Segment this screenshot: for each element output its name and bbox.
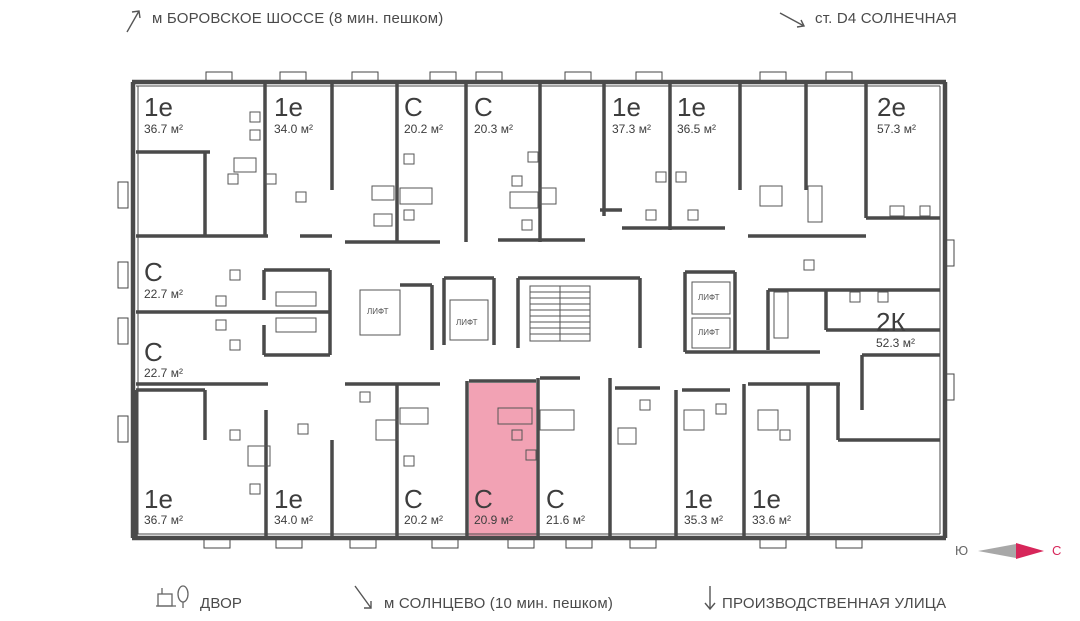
apartment-area: 22.7 м²: [144, 366, 183, 380]
apartment-area: 36.5 м²: [677, 122, 716, 136]
apartment-area: 37.3 м²: [612, 122, 651, 136]
apartment-top-4[interactable]: С 20.3 м²: [470, 88, 536, 148]
apartment-area: 33.6 м²: [752, 513, 791, 527]
apartment-type: С: [404, 484, 423, 514]
apartment-area: 34.0 м²: [274, 122, 313, 136]
apartment-type: 1е: [677, 92, 706, 122]
compass-north-label: С: [1052, 543, 1062, 558]
yard-label: ДВОР: [200, 595, 243, 612]
lift-label-2: ЛИФТ: [456, 318, 478, 327]
apartment-top-1[interactable]: 1е 36.7 м²: [140, 88, 260, 148]
compass-icon: [976, 540, 1046, 567]
apartment-type: С: [144, 257, 163, 287]
apartment-type: С: [404, 92, 423, 122]
apartment-bot-2[interactable]: 1е 34.0 м²: [270, 484, 330, 534]
apartment-bot-3[interactable]: С 20.2 м²: [400, 484, 462, 534]
yard-icon: [154, 584, 194, 615]
apartment-top-5[interactable]: 1е 37.3 м²: [608, 88, 668, 148]
lift-label-3: ЛИФТ: [698, 293, 720, 302]
north-west-arrow-icon: [124, 8, 144, 39]
apartment-area: 22.7 м²: [144, 287, 183, 301]
apartment-area: 35.3 м²: [684, 513, 723, 527]
south-east-arrow-icon: [778, 10, 808, 37]
apartment-type: 1е: [274, 92, 303, 122]
apartment-type: 1е: [684, 484, 713, 514]
apartment-type: 1е: [144, 484, 173, 514]
apartment-type: 1е: [612, 92, 641, 122]
apartment-area: 20.3 м²: [474, 122, 513, 136]
apartment-area: 34.0 м²: [274, 513, 313, 527]
station-label: ст. D4 СОЛНЕЧНАЯ: [815, 10, 957, 27]
solntsevo-label: м СОЛНЦЕВО (10 мин. пешком): [384, 595, 614, 612]
apartment-area: 20.2 м²: [404, 122, 443, 136]
apartment-area: 57.3 м²: [877, 122, 916, 136]
apartment-top-3[interactable]: С 20.2 м²: [400, 88, 462, 148]
apartment-bot-6[interactable]: 1е 35.3 м²: [680, 484, 742, 534]
apartment-bot-1[interactable]: 1е 36.7 м²: [140, 484, 240, 534]
lift-label-1: ЛИФТ: [367, 307, 389, 316]
apartment-type: С: [546, 484, 565, 514]
apartment-right-1[interactable]: 2К 52.3 м²: [872, 306, 938, 356]
apartment-area: 36.7 м²: [144, 513, 183, 527]
apartment-type: С: [474, 92, 493, 122]
apartment-bot-7[interactable]: 1е 33.6 м²: [748, 484, 808, 534]
down-arrow-icon: [703, 584, 717, 617]
apartment-bot-5[interactable]: С 21.6 м²: [542, 484, 608, 534]
apartment-area: 36.7 м²: [144, 122, 183, 136]
apartment-type: 1е: [274, 484, 303, 514]
apartment-left-1[interactable]: С 22.7 м²: [140, 256, 240, 306]
apartment-top-6[interactable]: 1е 36.5 м²: [673, 88, 737, 148]
apartment-top-2[interactable]: 1е 34.0 м²: [270, 88, 330, 148]
apartment-area: 20.9 м²: [474, 513, 513, 527]
south-east-arrow-icon-2: [352, 584, 376, 617]
apartment-left-2[interactable]: С 22.7 м²: [140, 336, 240, 386]
apartment-type: 2К: [876, 307, 906, 337]
apartment-type: 1е: [144, 92, 173, 122]
apartment-type: С: [144, 337, 163, 367]
borovskoe-label: м БОРОВСКОЕ ШОССЕ (8 мин. пешком): [152, 10, 444, 27]
apartment-top-7[interactable]: 2е 57.3 м²: [873, 88, 937, 148]
lift-label-4: ЛИФТ: [698, 328, 720, 337]
selected-apartment-fill: [469, 383, 536, 538]
street-label: ПРОИЗВОДСТВЕННАЯ УЛИЦА: [722, 595, 947, 612]
apartment-type: С: [474, 484, 493, 514]
apartment-type: 2е: [877, 92, 906, 122]
apartment-bot-4-selected[interactable]: С 20.9 м²: [470, 484, 536, 534]
apartment-area: 20.2 м²: [404, 513, 443, 527]
apartment-area: 52.3 м²: [876, 336, 915, 350]
apartment-area: 21.6 м²: [546, 513, 585, 527]
compass-south-label: Ю: [955, 543, 969, 558]
apartment-type: 1е: [752, 484, 781, 514]
